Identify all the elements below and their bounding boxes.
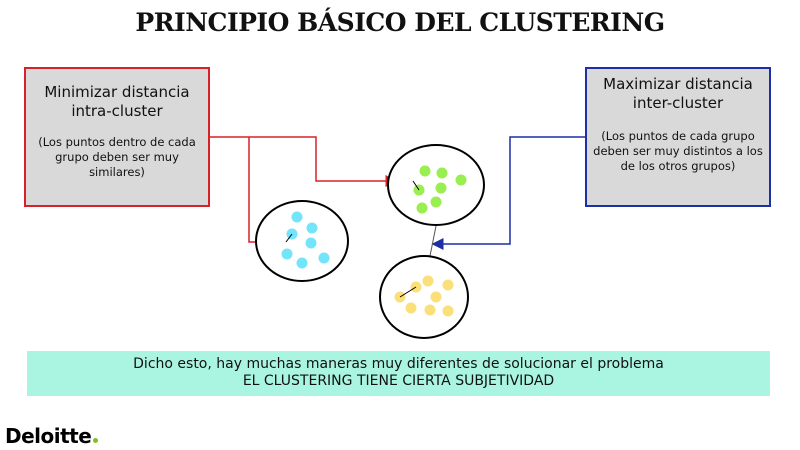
inter-cluster-box: Maximizar distancia inter-cluster (Los p… (585, 67, 771, 207)
blue-connector (431, 136, 585, 250)
cyan-point (296, 257, 308, 269)
logo-green-dot (93, 438, 99, 443)
banner-line-2: EL CLUSTERING TIENE CIERTA SUBJETIVIDAD (242, 373, 555, 389)
cyan-point (305, 237, 317, 249)
cyan-point (306, 222, 318, 234)
green-cluster (387, 144, 485, 226)
intra-distance-line (285, 233, 293, 243)
yellow-point (430, 291, 442, 303)
logo-text: Deloitte (5, 424, 92, 448)
green-point (435, 182, 447, 194)
banner-line-1: Dicho esto, hay muchas maneras muy difer… (133, 356, 664, 372)
inter-cluster-description: (Los puntos de cada grupo deben ser muy … (593, 129, 763, 173)
green-point (455, 174, 467, 186)
intra-cluster-box: Minimizar distancia intra-cluster (Los p… (24, 67, 210, 207)
green-point (436, 167, 448, 179)
cyan-cluster (255, 200, 349, 282)
inter-cluster-line (429, 225, 437, 257)
deloitte-logo: Deloitte (5, 424, 99, 448)
green-point (430, 196, 442, 208)
conclusion-banner: Dicho esto, hay muchas maneras muy difer… (27, 351, 770, 396)
yellow-point (442, 305, 454, 317)
intra-distance-line (412, 180, 420, 191)
green-point (419, 165, 431, 177)
page-title: PRINCIPIO BÁSICO DEL CLUSTERING (135, 8, 665, 37)
cyan-point (318, 252, 330, 264)
cyan-point (291, 211, 303, 223)
yellow-point (405, 302, 417, 314)
yellow-cluster (379, 255, 469, 339)
red-connector-to-green (210, 136, 398, 187)
yellow-point (442, 279, 454, 291)
cyan-point (281, 248, 293, 260)
intra-distance-line (399, 286, 417, 298)
green-point (416, 202, 428, 214)
inter-cluster-heading: Maximizar distancia inter-cluster (603, 75, 753, 112)
yellow-point (424, 304, 436, 316)
yellow-point (422, 275, 434, 287)
intra-cluster-description: (Los puntos dentro de cada grupo deben s… (38, 135, 196, 179)
green-points (413, 165, 467, 214)
intra-cluster-heading: Minimizar distancia intra-cluster (44, 83, 190, 120)
